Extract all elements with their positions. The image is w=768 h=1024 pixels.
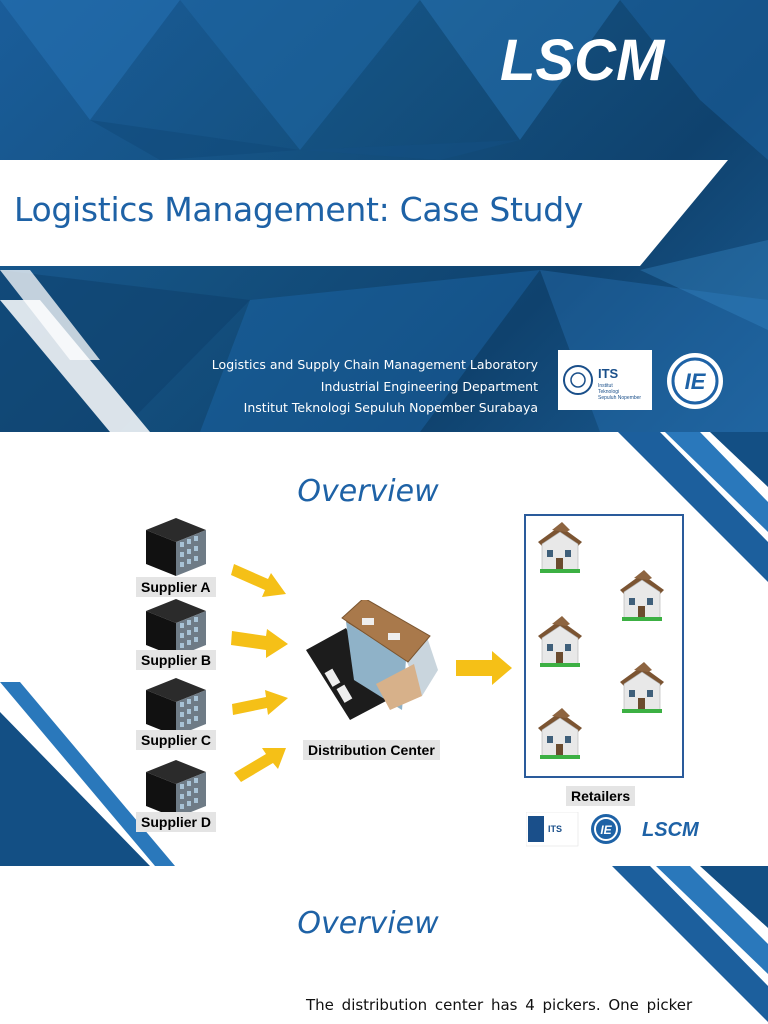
retailer-house-2-icon: [619, 569, 665, 622]
ie-logo-text: IE: [685, 369, 707, 394]
slide-decoration: [0, 432, 768, 866]
distribution-center-label: Distribution Center: [303, 740, 440, 760]
ie-logo: IE: [667, 353, 723, 409]
supplier-d-label: Supplier D: [136, 812, 217, 832]
affiliation-line-3: Institut Teknologi Sepuluh Nopember Sura…: [243, 400, 538, 415]
overview-paragraph: The distribution center has 4 pickers. O…: [306, 996, 693, 1014]
supplier-b-building-icon: [146, 599, 206, 657]
lscm-logo-text: LSCM: [500, 28, 666, 93]
supplier-a-building-icon: [146, 518, 206, 576]
supplier-a-label: Supplier A: [136, 577, 216, 597]
svg-text:Institut: Institut: [598, 383, 613, 389]
arrow-supplier-c-icon: [232, 690, 288, 715]
retailers-label: Retailers: [566, 786, 636, 806]
supplier-d-building-icon: [146, 760, 206, 818]
arrow-supplier-a-icon: [231, 564, 286, 597]
retailers-houses: [537, 521, 665, 760]
svg-text:Teknologi: Teknologi: [598, 389, 619, 395]
retailer-house-5-icon: [537, 707, 583, 760]
slide-title: Logistics Management: Case Study: [14, 190, 584, 229]
slide-decoration: [612, 866, 768, 1022]
arrow-dc-to-retailers-icon: [456, 651, 512, 685]
footer-its-logo: ITS: [526, 812, 579, 847]
arrow-supplier-b-icon: [231, 629, 288, 658]
flow-arrows: [231, 564, 512, 782]
overview-title: Overview: [297, 474, 439, 509]
title-slide: Logistics Management: Case Study LSCM Lo…: [0, 0, 768, 432]
arrow-supplier-d-icon: [234, 748, 286, 782]
overview-title: Overview: [297, 906, 439, 941]
affiliation-line-2: Industrial Engineering Department: [320, 378, 538, 394]
affiliation: Logistics and Supply Chain Management La…: [212, 354, 538, 419]
overview-text-slide: Overview The distribution center has 4 p…: [0, 866, 768, 1024]
affiliation-line-1: Logistics and Supply Chain Management La…: [211, 357, 538, 372]
title-banner: [0, 160, 728, 266]
footer-ie-logo: IE: [591, 814, 621, 844]
svg-text:ITS: ITS: [548, 824, 562, 834]
supplier-b-label: Supplier B: [136, 650, 217, 670]
svg-text:IE: IE: [600, 823, 612, 837]
retailer-house-4-icon: [619, 661, 665, 714]
svg-text:Sepuluh Nopember: Sepuluh Nopember: [598, 395, 641, 401]
supplier-c-building-icon: [146, 678, 206, 736]
its-logo: ITS Institut Teknologi Sepuluh Nopember: [558, 350, 652, 410]
distribution-center-warehouse-icon: [306, 600, 438, 720]
footer-logos: ITS IE LSCM: [526, 812, 700, 847]
footer-lscm-logo: LSCM: [642, 819, 700, 841]
retailer-house-1-icon: [537, 521, 583, 574]
overview-diagram-slide: Overview Supplier A Supplier B Supplier …: [0, 432, 768, 866]
retailer-house-3-icon: [537, 615, 583, 668]
its-logo-text: ITS: [598, 366, 619, 381]
lscm-logo: LSCM: [500, 28, 666, 93]
supplier-c-label: Supplier C: [136, 730, 217, 750]
